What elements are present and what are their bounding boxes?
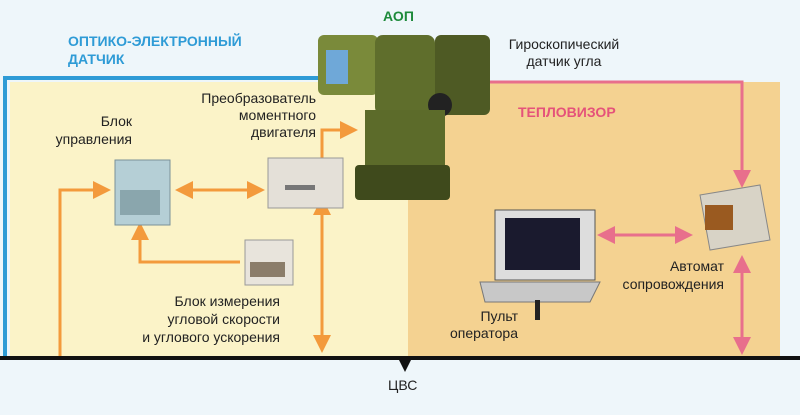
optical-sensor-line xyxy=(3,76,330,357)
cvs-label: ЦВС xyxy=(388,377,418,393)
aop-label: АОП xyxy=(383,8,414,24)
measurement-control-arrow xyxy=(131,222,240,264)
optical-sensor-label-1: ОПТИКО-ЭЛЕКТРОННЫЙ xyxy=(68,33,242,49)
converter-label-3: двигателя xyxy=(250,124,316,140)
converter-label-1: Преобразователь xyxy=(201,90,316,106)
operator-console-device xyxy=(479,209,601,320)
measurement-device xyxy=(244,239,294,286)
thermal-imager-label: ТЕПЛОВИЗОР xyxy=(518,104,616,120)
control-unit-label-1: Блок xyxy=(100,113,132,129)
converter-device xyxy=(267,157,344,209)
measurement-label-2: угловой скорости xyxy=(167,311,280,327)
measurement-label-1: Блок измерения xyxy=(174,293,280,309)
bus-control-arrow xyxy=(58,181,111,357)
thermal-imager-line xyxy=(470,80,751,188)
gyro-sensor-label-2: датчик угла xyxy=(526,53,602,69)
tracking-automat-device xyxy=(699,184,771,251)
measurement-label-3: и углового ускорения xyxy=(142,329,280,345)
console-label-1: Пульт xyxy=(480,308,518,324)
control-unit-label-2: управления xyxy=(55,131,132,147)
automat-label-1: Автомат xyxy=(669,258,724,274)
aop-turret xyxy=(318,35,490,200)
automat-label-2: сопровождения xyxy=(622,276,724,292)
converter-label-2: моментного xyxy=(238,107,316,123)
console-label-2: оператора xyxy=(449,325,518,341)
control-unit-device xyxy=(114,159,171,226)
optical-sensor-label-2: ДАТЧИК xyxy=(68,51,125,67)
gyro-sensor-label-1: Гироскопический xyxy=(508,36,620,52)
